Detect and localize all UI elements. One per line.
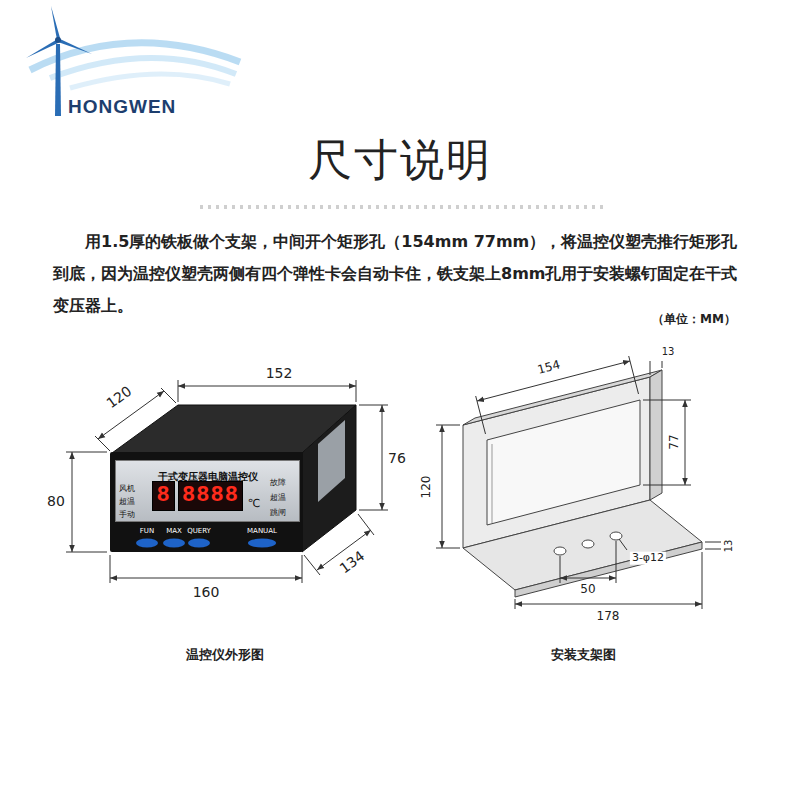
flange-edge: [515, 542, 702, 597]
extension-line: [436, 548, 460, 549]
extension-line: [359, 510, 388, 511]
hole-edge: [492, 444, 493, 523]
logo-swoosh: [70, 74, 230, 88]
mount-hole: [610, 532, 622, 540]
extension-line: [161, 388, 176, 403]
extension-line: [476, 396, 486, 434]
extension-line: [110, 555, 111, 583]
led-digit-display: 8888: [178, 481, 243, 511]
bracket-dimensions: [436, 356, 721, 609]
dimension: 13: [723, 540, 735, 553]
extension-line: [178, 380, 179, 402]
button-label: QUERY: [187, 527, 211, 535]
controller-body: [110, 405, 356, 552]
indicator-label: 故障: [270, 478, 286, 487]
controller-dimensions: [66, 380, 388, 583]
dimension: 50: [580, 583, 595, 597]
extension-line: [650, 361, 651, 375]
decor-strip: [200, 205, 605, 209]
extension-line: [304, 555, 320, 575]
button-label: FUN: [140, 527, 154, 535]
body-side: [302, 405, 356, 552]
button: [188, 539, 210, 548]
indicator-label: 手动: [119, 510, 135, 519]
extension-line: [643, 400, 691, 401]
extension-line: [302, 555, 303, 583]
led-digits: 8888: [182, 482, 239, 510]
button-label: MANUAL: [247, 527, 277, 535]
dimension: 120: [103, 383, 134, 412]
dimension-line: [72, 452, 73, 552]
plate-edge: [650, 370, 662, 500]
dimension-line: [382, 405, 383, 510]
extension-line: [358, 514, 374, 535]
mount-hole: [582, 540, 594, 548]
dimension-line: [110, 578, 302, 579]
extension-line: [629, 356, 639, 394]
dimension: 13: [662, 346, 675, 358]
extension-line: [436, 425, 460, 426]
dimension: 80: [47, 493, 65, 509]
indicator-label: 跳闸: [270, 508, 286, 517]
dimension-line: [178, 386, 356, 387]
mounting-bracket: [463, 370, 702, 597]
led-digit-display: 8: [152, 481, 175, 511]
button: [248, 539, 276, 548]
led-digits: 8: [156, 482, 170, 510]
button: [136, 539, 158, 548]
dimension: 154: [536, 358, 562, 377]
extension-line: [662, 361, 663, 368]
extension-line: [705, 549, 721, 550]
extension-line: [356, 380, 357, 402]
note-text: 用1.5厚的铁板做个支架，中间开个矩形孔（154mm 77mm），将温控仪塑壳推…: [53, 226, 743, 322]
extension-line: [702, 552, 703, 609]
dimension-line: [442, 425, 443, 548]
extension-line: [705, 542, 721, 543]
page-title: 尺寸说明: [308, 131, 492, 190]
turbine-blade: [26, 40, 58, 58]
button: [163, 539, 185, 548]
indicator-label: 超温: [119, 497, 135, 506]
turbine-blade: [51, 6, 60, 40]
unit-note: （单位：MM）: [652, 313, 736, 327]
indicator-label: 超温: [270, 493, 286, 502]
extension-line: [95, 436, 110, 451]
figure-caption: 安装支架图: [551, 648, 616, 663]
dimension-line: [515, 604, 702, 605]
dimension-line: [560, 578, 616, 579]
extension-line: [643, 485, 691, 486]
turbine-blade: [58, 39, 92, 54]
mount-hole: [554, 547, 566, 555]
side-sticker: [318, 420, 345, 502]
dimension: 152: [266, 365, 293, 381]
unit-symbol: ℃: [248, 498, 260, 511]
extension-line: [359, 405, 388, 406]
turbine-hub: [55, 37, 61, 43]
figure-caption: 温控仪外形图: [186, 648, 264, 663]
dimension-line: [685, 400, 686, 485]
brand-name: HONGWEN: [68, 96, 176, 118]
dimension: 178: [597, 610, 620, 624]
body-front: [110, 452, 303, 552]
dimension: 76: [388, 450, 406, 466]
dimension: 120: [420, 476, 434, 499]
dimension: 77: [668, 434, 682, 449]
extension-line: [616, 541, 617, 583]
indicator-label: 风机: [119, 484, 135, 493]
dimension: 160: [193, 584, 220, 600]
rectangular-hole: [487, 400, 640, 525]
extension-line: [560, 556, 561, 583]
button-label: MAX: [166, 527, 182, 535]
leader-line: [619, 539, 627, 550]
dimension: 134: [336, 548, 367, 577]
hole-spec: 3-φ12: [630, 552, 666, 565]
turbine-mast: [55, 44, 61, 116]
